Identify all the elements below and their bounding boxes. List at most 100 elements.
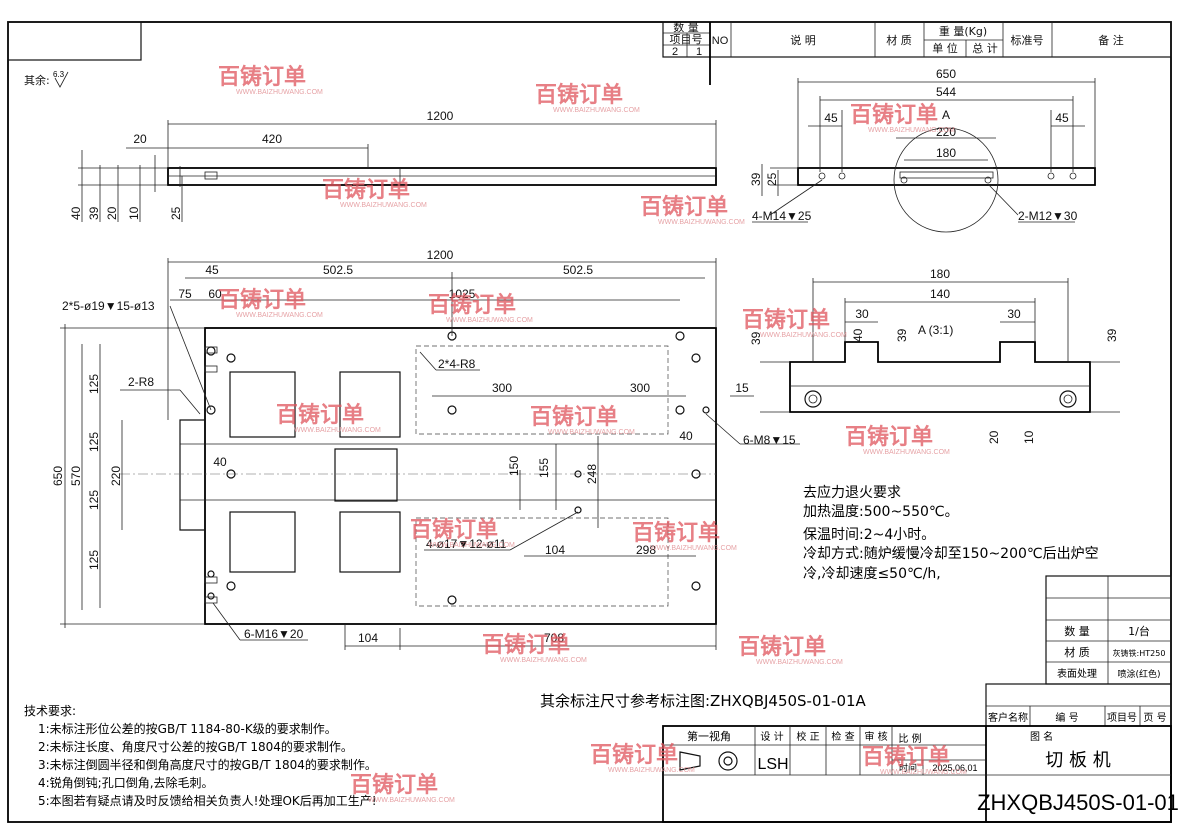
dim-a-39-mid: 39 xyxy=(895,328,909,342)
callout-2-m12: 2-M12▼30 xyxy=(1018,209,1078,223)
watermark-logo: 百铸订单 xyxy=(590,742,678,767)
dim-top-25: 25 xyxy=(169,206,183,220)
watermark-url: WWW.BAIZHUWANG.COM xyxy=(236,312,323,319)
top-side-view: 1200 420 20 40 39 20 10 25 xyxy=(69,109,717,222)
header-table: 数 量 项目号 2 1 NO 说 明 材 质 重 量(Kg) 单 位 总 计 标… xyxy=(662,21,1172,85)
dim-a-140: 140 xyxy=(930,287,950,301)
tb-page-label: 页 号 xyxy=(1143,712,1166,724)
watermark-logo: 百铸订单 xyxy=(738,634,826,659)
dim-main-155: 155 xyxy=(537,458,551,478)
watermark-url: WWW.BAIZHUWANG.COM xyxy=(500,657,587,664)
watermark-logo: 百铸订单 xyxy=(218,64,306,89)
watermark-url: WWW.BAIZHUWANG.COM xyxy=(760,332,847,339)
header-material-label: 材 质 xyxy=(886,33,912,47)
detail-a-label: A (3:1) xyxy=(918,323,953,337)
dim-main-570: 570 xyxy=(69,466,83,486)
tb-surface-label: 表面处理 xyxy=(1057,667,1097,680)
dim-main-300-left: 300 xyxy=(492,381,512,395)
dim-a-39-right: 39 xyxy=(1105,328,1119,342)
tech-item-1: 1:未标注形位公差的按GB/T 1184-80-K级的要求制作。 xyxy=(38,721,337,736)
callout-6-m8: 6-M8▼15 xyxy=(743,433,796,447)
dim-rt-39: 39 xyxy=(749,172,763,186)
annealing-line-3: 冷却方式:随炉缓慢冷却至150~200℃后出炉空 xyxy=(803,545,1099,562)
dim-main-1025: 1025 xyxy=(449,287,476,301)
dim-rt-180: 180 xyxy=(936,146,956,160)
dim-main-125-a: 125 xyxy=(87,374,101,394)
watermark-url: WWW.BAIZHUWANG.COM xyxy=(756,659,843,666)
dim-main-1200: 1200 xyxy=(427,248,454,262)
dim-rt-45-left: 45 xyxy=(824,111,838,125)
watermark-logo: 百铸订单 xyxy=(742,307,830,332)
first-angle-projection-icon xyxy=(679,751,738,771)
dim-main-125-d: 125 xyxy=(87,550,101,570)
watermark-logo: 百铸订单 xyxy=(350,772,438,797)
surface-roughness-note: 其余: 6.3 xyxy=(24,70,69,88)
dim-a-30-right: 30 xyxy=(1007,307,1021,321)
tb-drawing-name-label: 图 名 xyxy=(1030,730,1053,743)
header-qty-value-2: 1 xyxy=(696,46,702,58)
watermark-url: WWW.BAIZHUWANG.COM xyxy=(868,127,955,134)
header-total-label: 总 计 xyxy=(972,41,998,55)
dim-a-10: 10 xyxy=(1022,430,1036,444)
corner-box xyxy=(7,21,142,61)
dim-rt-45-right: 45 xyxy=(1055,111,1069,125)
tb-surface-value: 喷涂(红色) xyxy=(1117,668,1160,680)
dim-main-40-right: 40 xyxy=(679,429,693,443)
callout-6-m16: 6-M16▼20 xyxy=(244,627,304,641)
annealing-line-2: 保温时间:2~4小时。 xyxy=(803,527,935,543)
edge-tapped-holes xyxy=(204,346,218,604)
dim-a-30-left: 30 xyxy=(855,307,869,321)
watermark-url: WWW.BAIZHUWANG.COM xyxy=(236,89,323,96)
right-top-view: 650 544 45 45 220 180 39 25 A 4-M14▼25 2… xyxy=(749,67,1096,233)
header-qty-label: 数 量 xyxy=(673,21,699,34)
dim-a-20: 20 xyxy=(987,430,1001,444)
watermark-logo: 百铸订单 xyxy=(845,424,933,449)
dim-main-15: 15 xyxy=(735,381,749,395)
dim-rt-650: 650 xyxy=(936,67,956,81)
dim-main-502-right: 502.5 xyxy=(563,263,593,277)
watermark-url: WWW.BAIZHUWANG.COM xyxy=(650,545,737,552)
watermark-logo: 百铸订单 xyxy=(535,82,623,107)
tb-scale: 比 例 xyxy=(898,732,921,745)
header-desc-label: 说 明 xyxy=(790,33,816,47)
annealing-requirements: 去应力退火要求 加热温度:500~550℃。 保温时间:2~4小时。 冷却方式:… xyxy=(803,484,1099,582)
tech-item-3: 3:未标注倒圆半径和倒角高度尺寸的按GB/T 1804的要求制作。 xyxy=(38,757,377,772)
dim-main-502-left: 502.5 xyxy=(323,263,353,277)
dim-main-300-right: 300 xyxy=(630,381,650,395)
roughness-symbol-icon xyxy=(54,71,69,88)
dim-main-708: 708 xyxy=(544,631,564,645)
dim-main-104-b: 104 xyxy=(358,631,378,645)
tb-item-label: 项目号 xyxy=(1107,712,1137,724)
dim-top-20: 20 xyxy=(133,132,147,146)
watermark-logo: 百铸订单 xyxy=(410,517,498,542)
tb-customer-label: 客户名称 xyxy=(988,711,1028,724)
watermark-logo: 百铸订单 xyxy=(862,744,950,769)
tech-title: 技术要求: xyxy=(24,704,76,718)
watermark-url: WWW.BAIZHUWANG.COM xyxy=(658,219,745,226)
watermark-logo: 百铸订单 xyxy=(640,194,728,219)
watermark-url: WWW.BAIZHUWANG.COM xyxy=(340,202,427,209)
annealing-line-1: 加热温度:500~550℃。 xyxy=(803,504,959,520)
mounting-holes xyxy=(206,331,710,605)
technical-requirements: 技术要求: 1:未标注形位公差的按GB/T 1184-80-K级的要求制作。 2… xyxy=(24,704,377,808)
dim-main-40-left: 40 xyxy=(213,455,227,469)
detail-a-view: 180 140 30 30 40 39 39 39 20 10 A (3:1) xyxy=(749,267,1120,444)
surface-note-label: 其余: xyxy=(24,73,50,87)
watermark-url: WWW.BAIZHUWANG.COM xyxy=(553,107,640,114)
title-block: 数 量 1/台 材 质 灰铸铁:HT250 表面处理 喷涂(红色) 客户名称 编… xyxy=(662,575,1179,823)
tb-qty-value: 1/台 xyxy=(1128,624,1150,638)
main-front-view: 1200 45 502.5 502.5 75 60 1025 650 570 1… xyxy=(51,248,800,650)
